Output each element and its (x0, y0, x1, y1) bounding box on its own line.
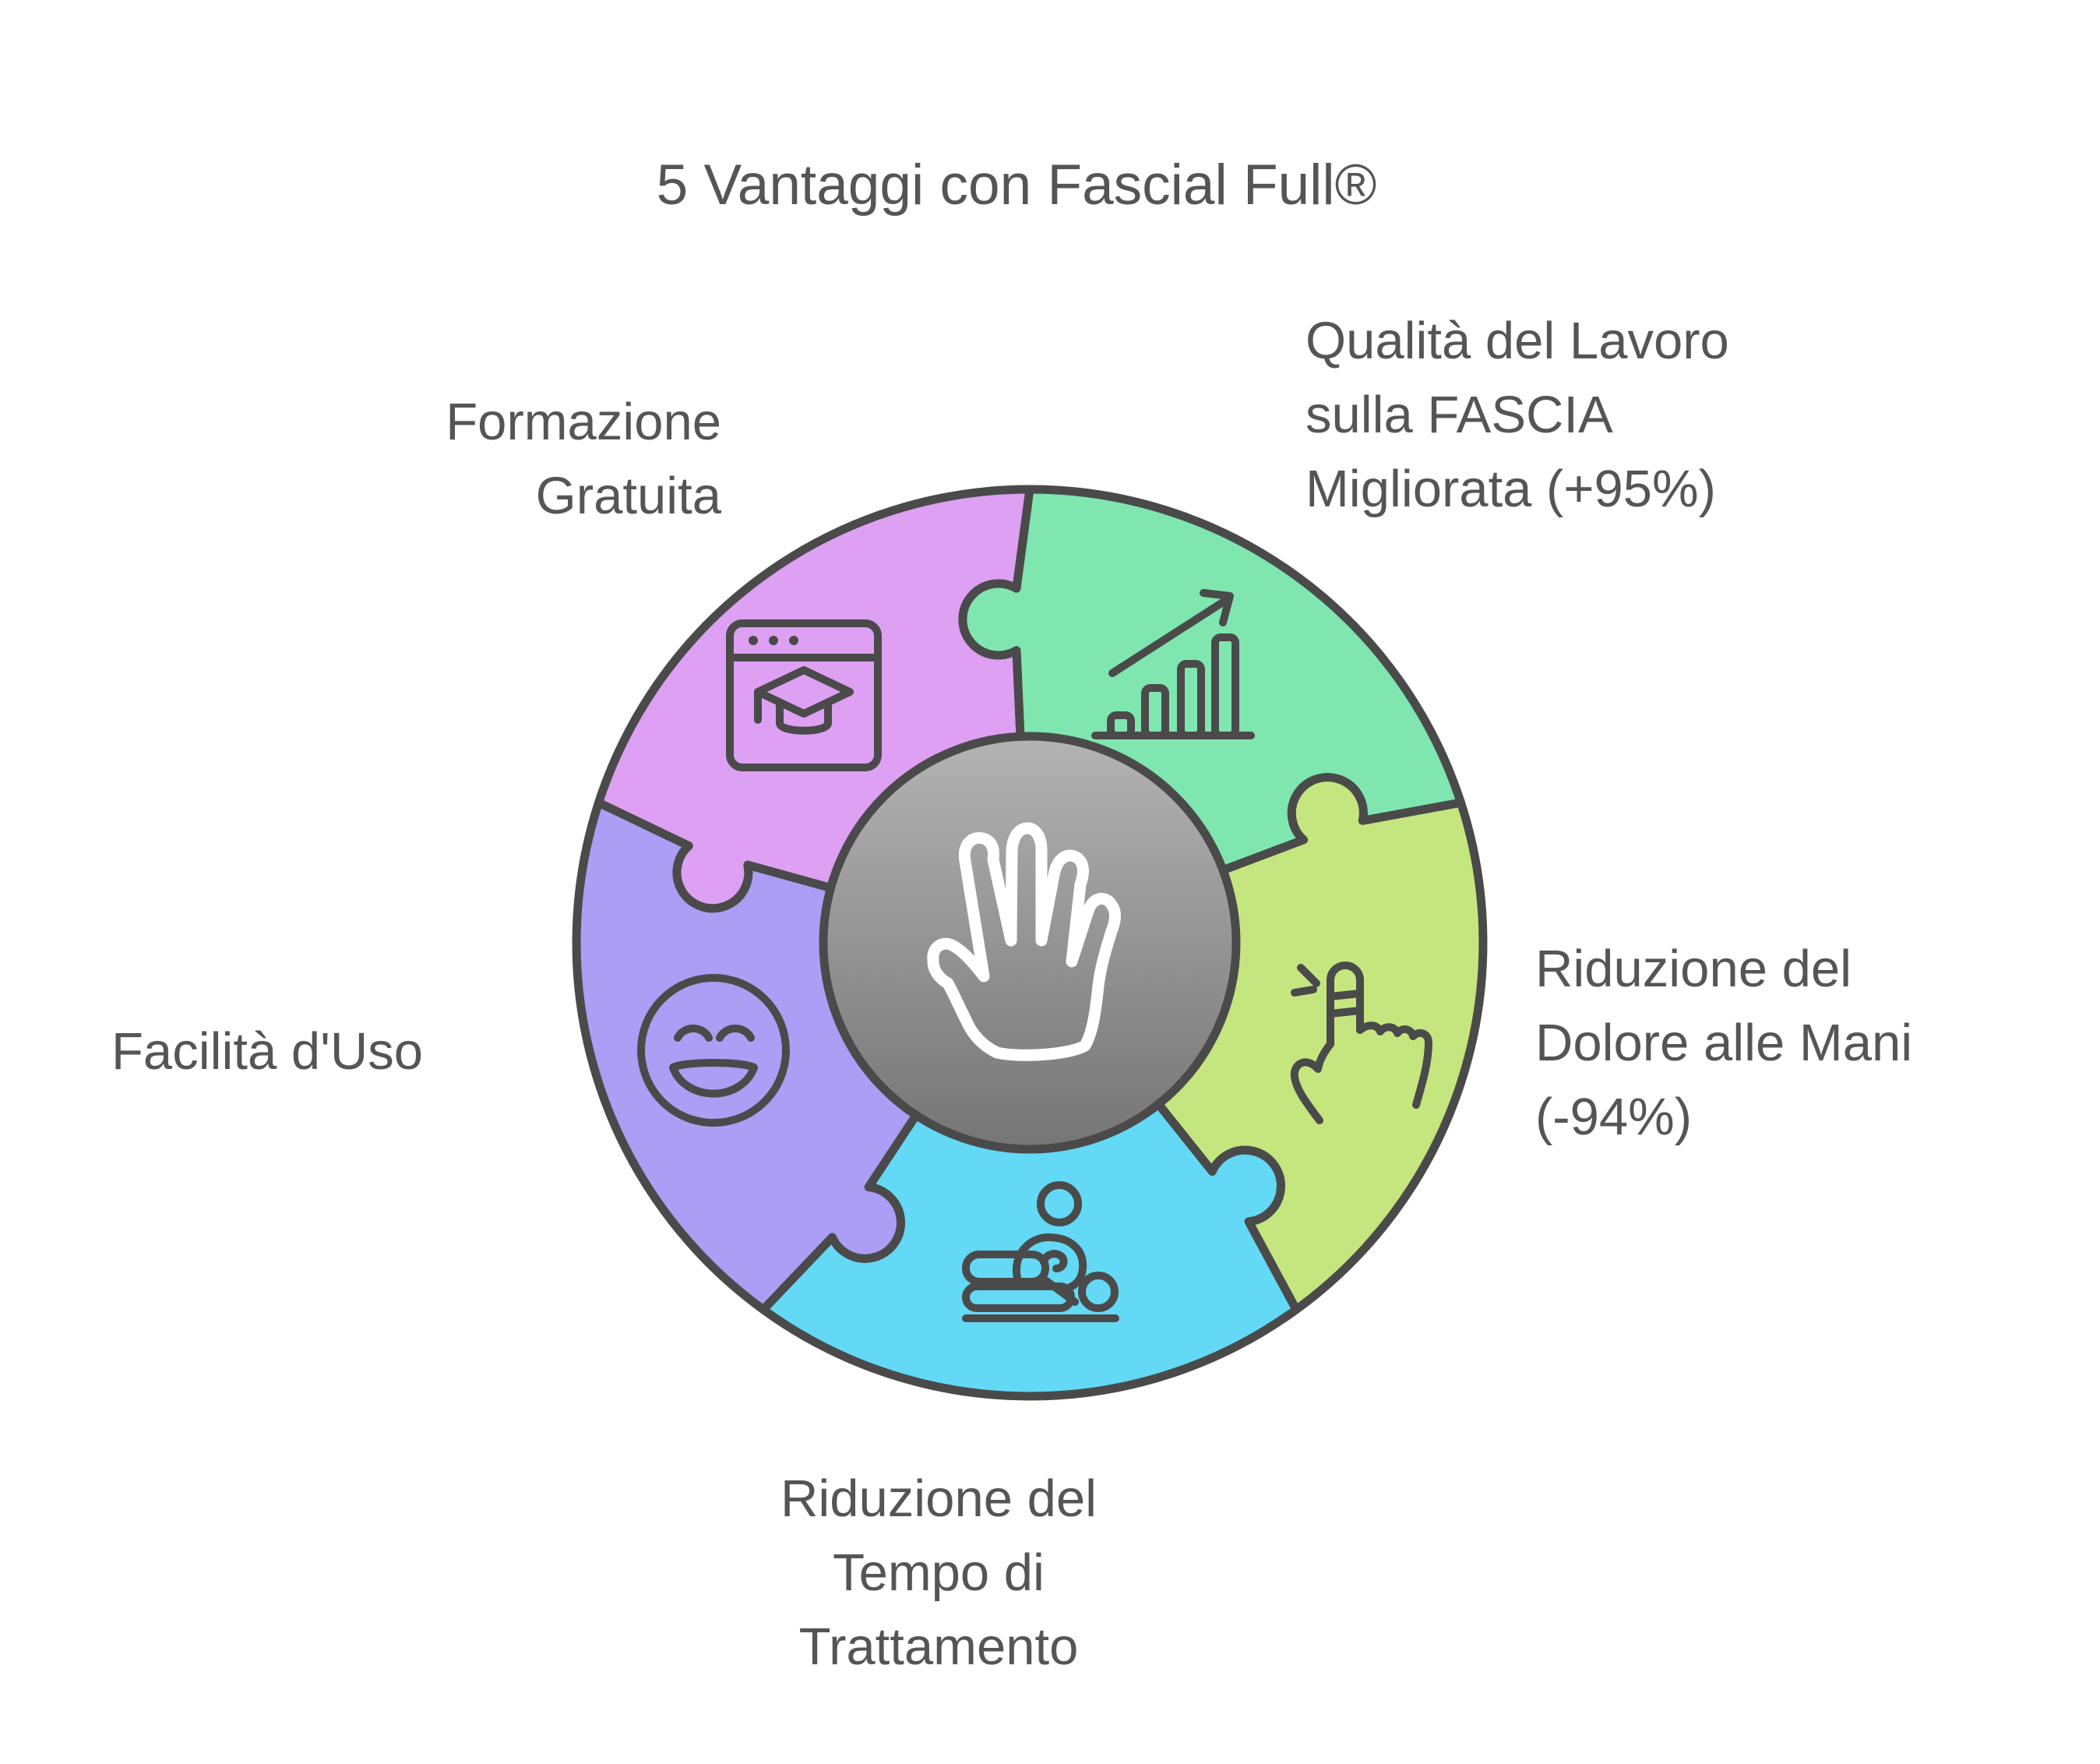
label-riduzione-dolore: Riduzione del Dolore alle Mani (-94%) (1535, 940, 1913, 1147)
open-hand-icon (927, 822, 1121, 1061)
graduation-cap-icon (754, 666, 854, 718)
snap-spark-icon (1291, 986, 1317, 997)
pointing-hand-icon (1290, 961, 1432, 1124)
page-title: 5 Vantaggi con Fascial Full® (656, 153, 1377, 217)
patient-head (1078, 1272, 1119, 1312)
training-browser-icon (726, 619, 882, 771)
label-facilita-uso: Facilità d'Uso (111, 1022, 424, 1081)
snap-spark-icon (1297, 964, 1320, 987)
therapist-head (1037, 1181, 1082, 1226)
smiley-icon (637, 974, 790, 1127)
center-circle (819, 732, 1241, 1154)
label-formazione-gratuita: Formazione Gratuita (446, 393, 721, 526)
massage-icon (962, 1181, 1119, 1322)
growth-chart-icon (1091, 589, 1255, 739)
label-riduzione-tempo: Riduzione del Tempo di Trattamento (780, 1469, 1097, 1677)
label-qualita-lavoro: Qualità del Lavoro sulla FASCIA Migliora… (1305, 312, 1729, 519)
